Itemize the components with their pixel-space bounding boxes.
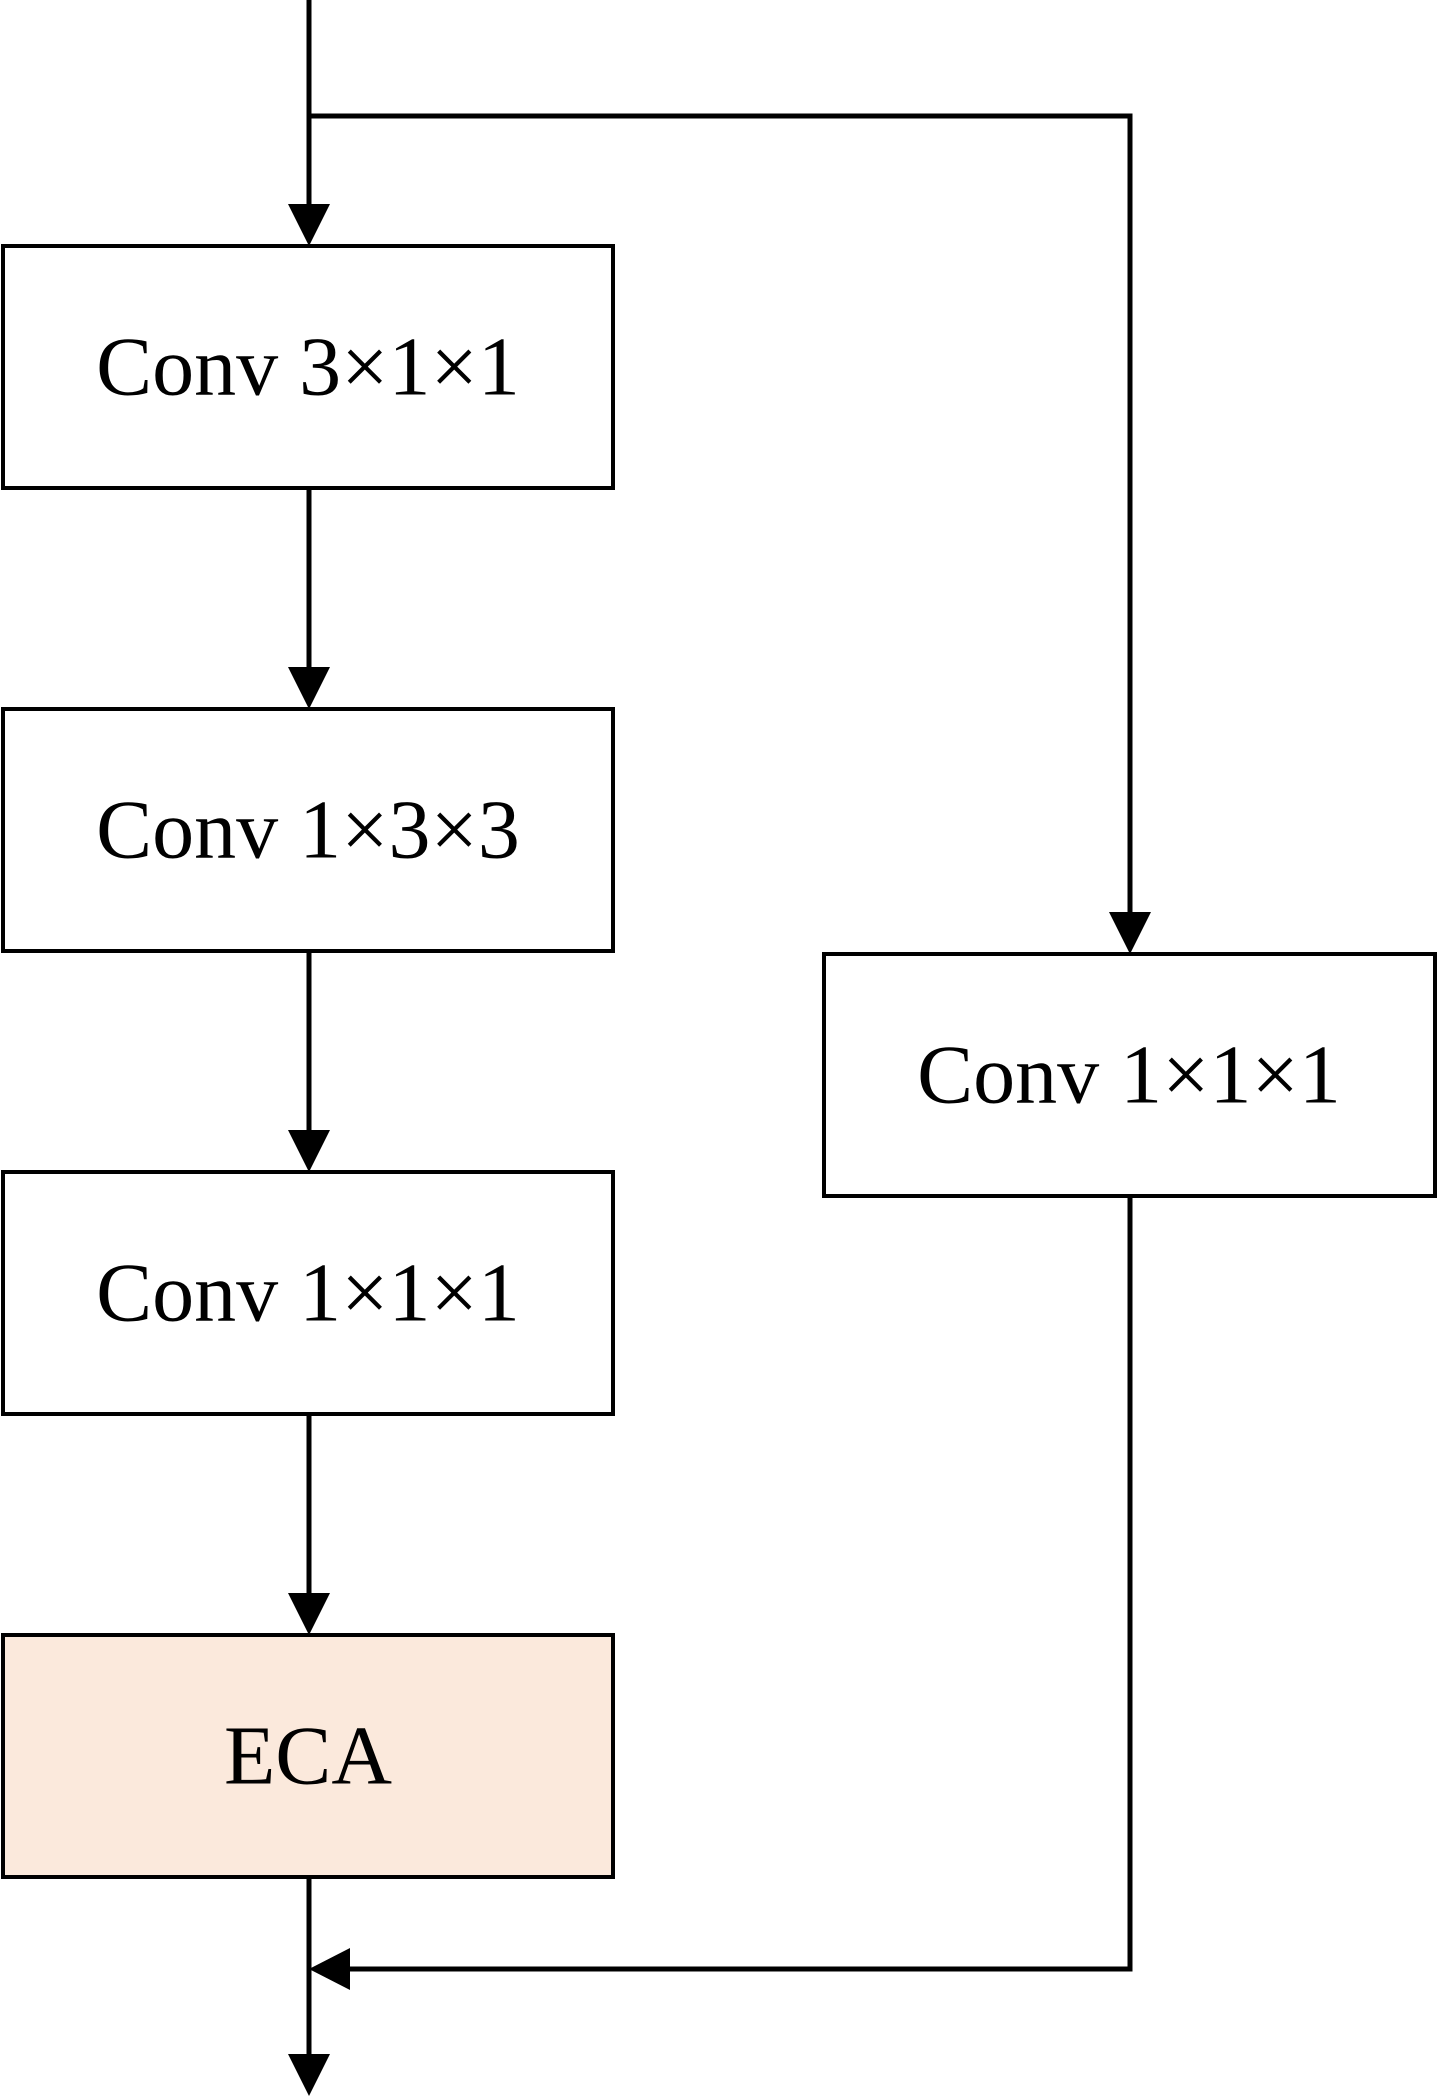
block-eca: ECA <box>1 1633 615 1879</box>
block-conv-1x1x1-shortcut-box <box>822 952 1437 1198</box>
block-conv-3x1x1-box <box>1 244 615 490</box>
block-conv-1x3x3-box <box>1 707 615 953</box>
block-eca-box <box>1 1633 615 1879</box>
arrowhead-merge <box>309 1948 350 1990</box>
block-conv-1x1x1-main-box <box>1 1170 615 1416</box>
block-conv-1x1x1-shortcut-label: Conv 1×1×1 <box>917 1029 1341 1122</box>
arrowhead-conv-1x1x1-shortcut <box>1109 912 1151 954</box>
arrowhead-eca <box>288 1593 330 1635</box>
block-conv-1x1x1-main: Conv 1×1×1 <box>1 1170 615 1416</box>
block-conv-1x1x1-main-label: Conv 1×1×1 <box>96 1247 520 1340</box>
edge-input-to-conv-1x1x1-shortcut <box>309 113 1133 918</box>
arrowhead-output <box>288 2054 330 2096</box>
block-conv-1x1x1-shortcut: Conv 1×1×1 <box>822 952 1437 1198</box>
block-conv-3x1x1: Conv 3×1×1 <box>1 244 615 490</box>
block-conv-1x3x3-label: Conv 1×3×3 <box>96 784 520 877</box>
arrowhead-conv-1x3x3 <box>288 667 330 709</box>
connectors <box>288 0 1151 2096</box>
block-conv-1x3x3: Conv 1×3×3 <box>1 707 615 953</box>
arrowhead-conv-3x1x1 <box>288 204 330 246</box>
block-conv-3x1x1-label: Conv 3×1×1 <box>96 321 520 414</box>
block-eca-label: ECA <box>224 1710 392 1803</box>
edge-conv-1x1x1-shortcut-to-merge <box>346 1196 1133 1972</box>
arrowhead-conv-1x1x1-main <box>288 1130 330 1172</box>
